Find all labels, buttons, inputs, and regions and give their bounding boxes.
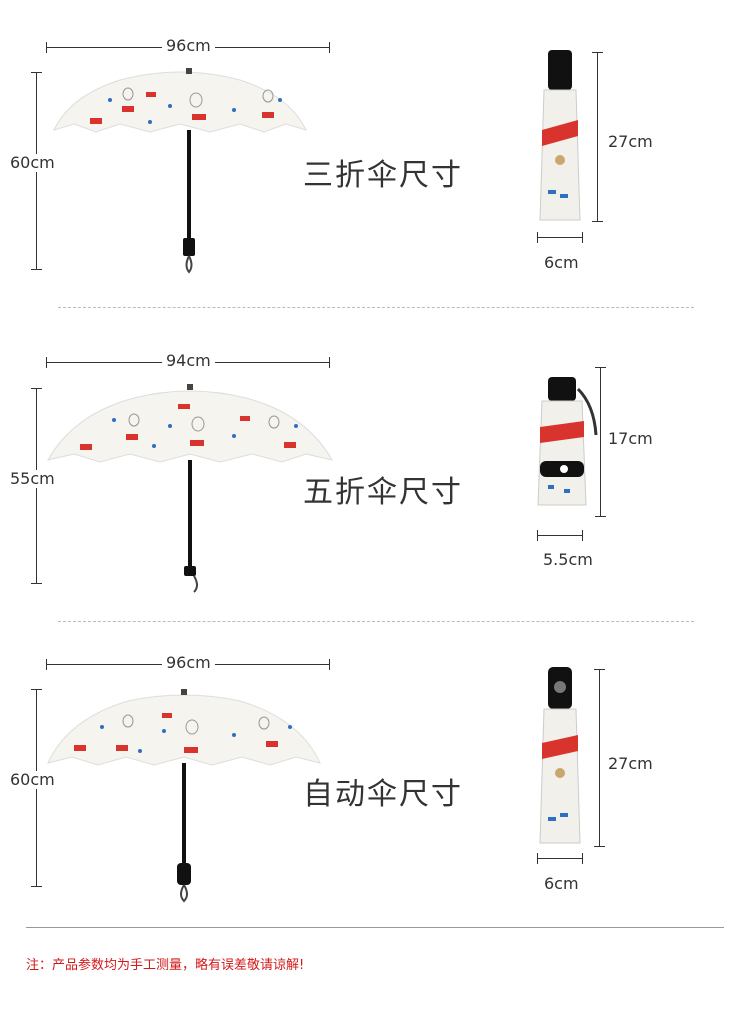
open-umbrella-image <box>53 68 307 274</box>
section-five-fold: 94cm 55cm 五折伞尺寸 17cm 5.5cm <box>0 315 750 615</box>
section-three-fold: 96cm 60cm 三折伞尺寸 27cm 6cm <box>0 0 750 300</box>
open-width-label: 94cm <box>162 352 215 370</box>
open-width-label: 96cm <box>162 37 215 55</box>
open-height-label: 55cm <box>6 470 59 488</box>
closed-length-dimension-line <box>595 367 606 517</box>
open-height-label: 60cm <box>6 154 59 172</box>
closed-umbrella-image <box>539 50 581 221</box>
closed-length-dimension-line <box>594 669 605 847</box>
section-title: 五折伞尺寸 <box>303 475 463 510</box>
closed-width-label: 6cm <box>540 875 583 893</box>
measurement-note: 注：产品参数均为手工测量，略有误差敬请谅解! <box>26 958 305 973</box>
closed-width-dimension-line <box>537 853 583 864</box>
closed-width-label: 5.5cm <box>539 551 597 569</box>
section-automatic: 96cm 60cm 自动伞尺寸 27cm 6cm <box>0 617 750 917</box>
closed-width-dimension-line <box>537 530 583 541</box>
footer-divider <box>26 927 724 928</box>
closed-width-label: 6cm <box>540 254 583 272</box>
section-title: 三折伞尺寸 <box>303 158 463 193</box>
open-width-label: 96cm <box>162 654 215 672</box>
closed-umbrella-image <box>539 667 581 844</box>
closed-length-dimension-line <box>592 52 603 222</box>
open-umbrella-image <box>47 689 321 903</box>
closed-length-label: 27cm <box>604 133 657 151</box>
section-title: 自动伞尺寸 <box>303 777 463 812</box>
closed-width-dimension-line <box>537 232 583 243</box>
closed-length-label: 17cm <box>604 430 657 448</box>
closed-umbrella-image <box>537 377 598 506</box>
open-umbrella-image <box>47 384 333 593</box>
closed-length-label: 27cm <box>604 755 657 773</box>
section-divider <box>58 621 694 622</box>
section-divider <box>58 307 694 308</box>
open-height-label: 60cm <box>6 771 59 789</box>
